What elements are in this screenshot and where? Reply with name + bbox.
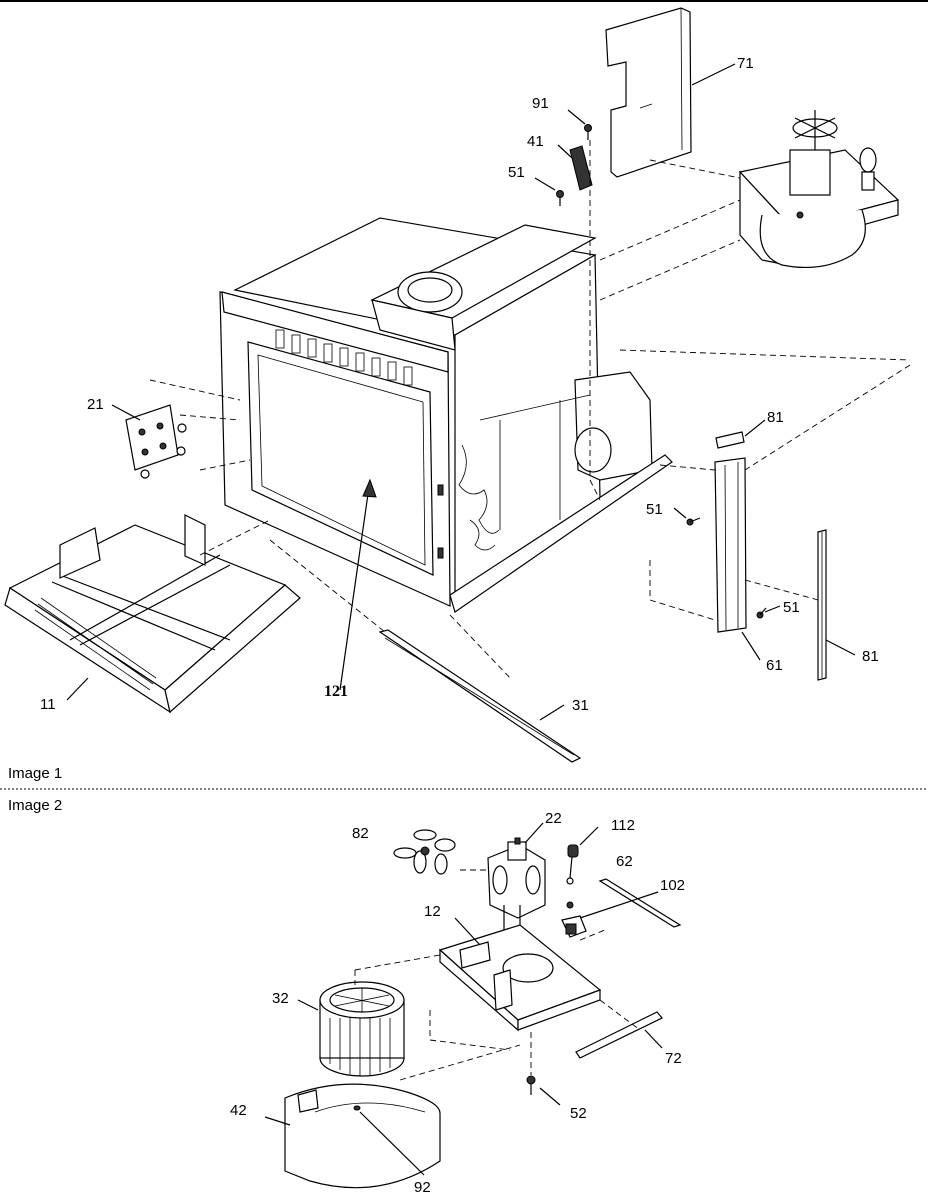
part-112-clip [566, 844, 579, 885]
callout-112: 112 [611, 817, 635, 834]
assembly-lines-image-1 [149, 140, 911, 681]
image-2-drawing [264, 822, 682, 1189]
part-81-block [715, 431, 745, 449]
section-label-image-1: Image 1 [8, 765, 63, 782]
part-52-screw [526, 1075, 536, 1095]
callout-91: 91 [532, 95, 549, 112]
part-61-bracket [714, 457, 747, 633]
callout-62: 62 [616, 853, 633, 870]
part-81-strip [817, 529, 827, 681]
callout-92: 92 [414, 1179, 431, 1196]
part-72-strip [575, 1011, 663, 1059]
part-91-screw [584, 124, 592, 140]
part-51-screw-middle [686, 517, 701, 526]
callout-32: 32 [272, 990, 289, 1007]
part-42-housing [284, 1083, 441, 1189]
callout-51-lower: 51 [783, 599, 800, 616]
callout-102: 102 [660, 877, 685, 894]
callout-71: 71 [737, 55, 754, 72]
part-21-bracket [125, 404, 187, 479]
callout-41: 41 [527, 133, 544, 150]
display-digits [275, 329, 413, 386]
callout-12: 12 [424, 903, 441, 920]
part-51-screw-top [556, 190, 564, 206]
part-41-spring [569, 145, 593, 191]
leaders-image-1 [66, 63, 856, 721]
part-31-rail [378, 629, 582, 763]
part-11-tray [4, 514, 301, 714]
section-label-image-2: Image 2 [8, 797, 63, 814]
callout-11: 11 [40, 696, 56, 713]
part-121-oven-cabinet [219, 217, 673, 613]
callout-42: 42 [230, 1102, 247, 1119]
callout-72: 72 [665, 1050, 682, 1067]
blower-assembly [738, 110, 900, 269]
callout-61: 61 [766, 657, 783, 674]
callout-51-top: 51 [508, 164, 525, 181]
callout-51-middle: 51 [646, 501, 663, 518]
callout-121: 121 [324, 683, 348, 700]
callout-21: 21 [87, 396, 104, 413]
part-82-fan-blade [393, 829, 456, 875]
callout-82: 82 [352, 825, 369, 842]
part-62-strip [598, 878, 682, 928]
part-51-screw-lower [756, 607, 767, 619]
tray-vent-slots [34, 597, 157, 691]
image-1-drawing [4, 7, 911, 763]
blower-fins [329, 1018, 391, 1076]
callouts: 71 91 41 51 21 81 51 51 11 121 61 81 31 … [40, 55, 879, 1196]
part-102-thermostat [561, 901, 587, 938]
callout-81-top: 81 [767, 409, 784, 426]
part-12-bracket-base [438, 924, 602, 1032]
assembly-lines-image-2 [354, 869, 641, 1081]
callout-52: 52 [570, 1105, 587, 1122]
leaders-image-2 [264, 822, 663, 1176]
part-32-blower-wheel [319, 981, 405, 1077]
part-71-panel [605, 7, 692, 178]
callout-81-bottom: 81 [862, 648, 879, 665]
callout-22: 22 [545, 810, 562, 827]
callout-31: 31 [572, 697, 589, 714]
